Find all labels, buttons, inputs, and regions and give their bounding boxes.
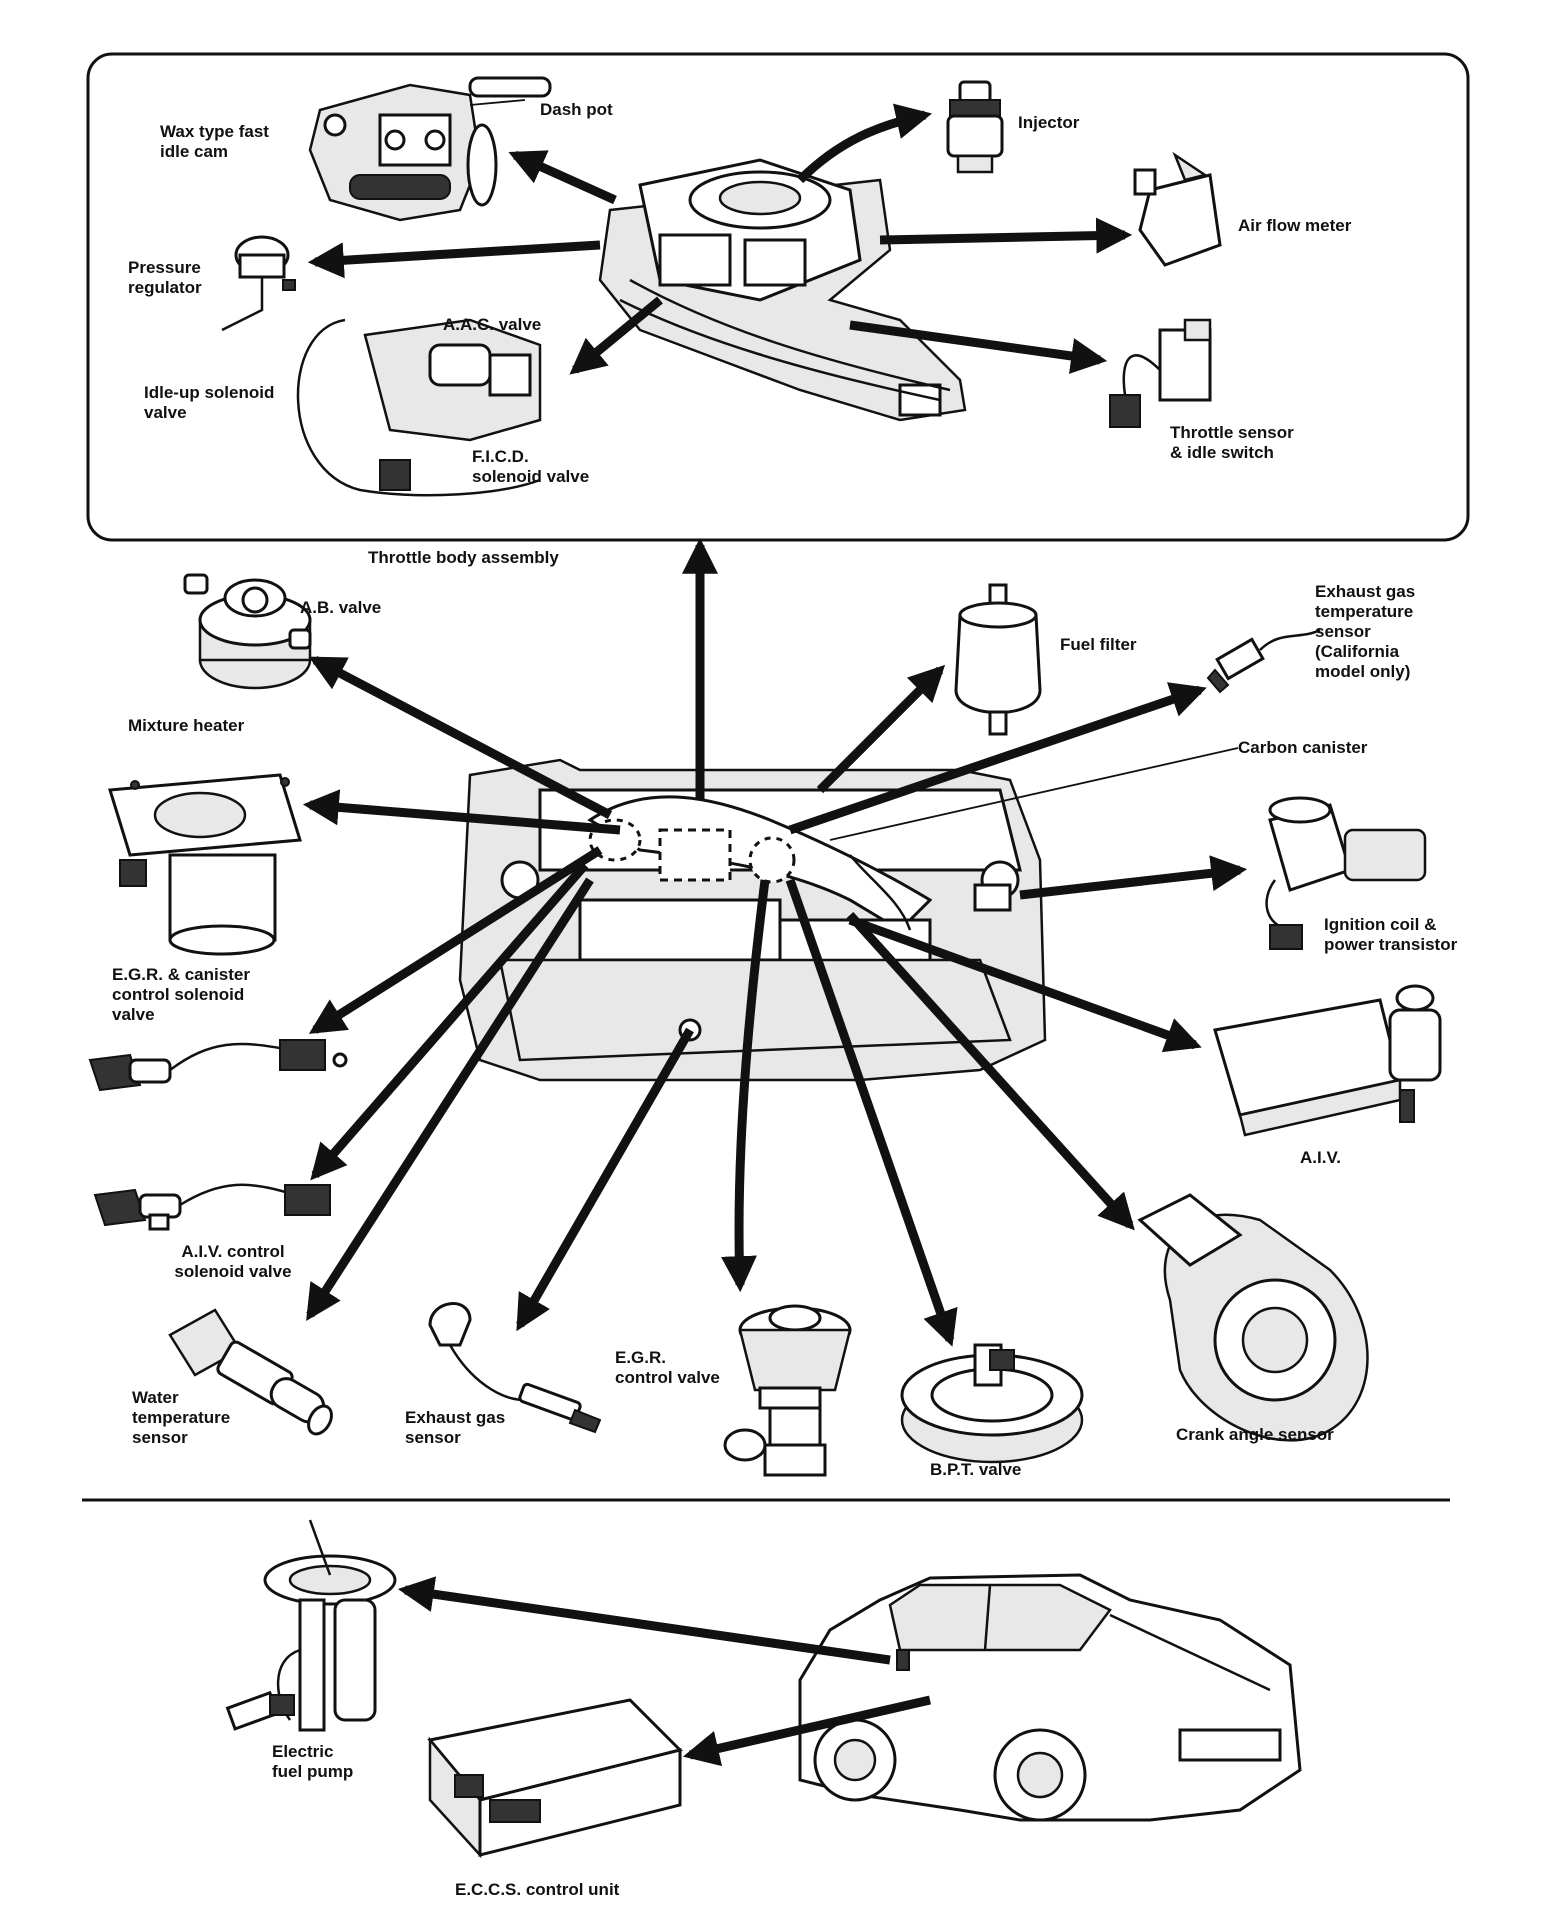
label-aiv-solenoid: A.I.V. control solenoid valve (174, 1242, 292, 1281)
label-air-flow-meter: Air flow meter (1238, 216, 1352, 235)
aac-valve-drawing (296, 318, 542, 497)
label-eccs-unit: E.C.C.S. control unit (455, 1880, 620, 1899)
exhaust-temp-sensor-drawing (1206, 628, 1321, 694)
aiv-solenoid-drawing (93, 1183, 331, 1231)
throttle-body-frame (86, 52, 1470, 542)
throttle-sensor-drawing (1109, 318, 1212, 428)
aiv-drawing (1213, 984, 1442, 1137)
label-carbon-canister: Carbon canister (1238, 738, 1368, 757)
label-egr-valve: E.G.R. control valve (615, 1348, 720, 1387)
crank-angle-sensor-drawing (1137, 1193, 1369, 1442)
label-electric-fuel-pump: Electric fuel pump (272, 1742, 354, 1781)
egr-valve-drawing (723, 1304, 852, 1477)
egr-canister-solenoid-drawing (88, 1039, 348, 1092)
label-exhaust-gas-sensor: Exhaust gas sensor (405, 1408, 506, 1447)
injector-drawing (946, 80, 1004, 174)
mixture-heater-drawing (108, 773, 302, 956)
label-injector: Injector (1018, 113, 1080, 132)
label-throttle-sensor: Throttle sensor & idle switch (1170, 423, 1294, 462)
label-aac-valve: A.A.C. valve (443, 315, 542, 334)
ab-valve-drawing (183, 573, 312, 690)
label-throttle-body: Throttle body assembly (368, 548, 559, 567)
throttle-body-drawing (598, 158, 967, 422)
label-fuel-filter: Fuel filter (1060, 635, 1137, 654)
label-ab-valve: A.B. valve (300, 598, 382, 617)
car-arrows (397, 1576, 932, 1767)
ignition-coil-drawing (1265, 796, 1427, 950)
label-wax-fast-idle-cam: Wax type fast idle cam (160, 122, 269, 161)
label-ignition-coil: Ignition coil & power transistor (1324, 915, 1458, 954)
label-mixture-heater: Mixture heater (128, 716, 245, 735)
label-pressure-regulator: Pressure regulator (128, 258, 202, 297)
fuel-pump-drawing (225, 1519, 397, 1732)
bpt-valve-drawing (900, 1343, 1084, 1464)
label-idle-up-solenoid: Idle-up solenoid valve (144, 383, 275, 422)
exhaust-gas-sensor-drawing (428, 1302, 602, 1434)
car-drawing (798, 1573, 1302, 1822)
air-flow-meter-drawing (1133, 151, 1222, 267)
engine-arrows (302, 537, 1248, 1347)
label-egr-canister-solenoid: E.G.R. & canister control solenoid valve (112, 965, 250, 1024)
pressure-regulator-drawing (221, 235, 296, 332)
label-ficd-solenoid: F.I.C.D. solenoid valve (472, 447, 590, 486)
label-exhaust-temp-sensor: Exhaust gas temperature sensor (Californ… (1315, 582, 1416, 681)
label-water-temp-sensor: Water temperature sensor (132, 1388, 231, 1447)
label-crank-angle-sensor: Crank angle sensor (1176, 1425, 1334, 1444)
label-dash-pot: Dash pot (540, 100, 613, 119)
fuel-filter-drawing (954, 583, 1042, 736)
label-bpt-valve: B.P.T. valve (930, 1460, 1022, 1479)
eccs-unit-drawing (427, 1698, 683, 1859)
water-temp-sensor-drawing (168, 1308, 333, 1436)
label-aiv: A.I.V. (1300, 1148, 1341, 1167)
throttle-arrows (307, 103, 1133, 375)
wax-fast-idle-cam-drawing (308, 76, 552, 222)
